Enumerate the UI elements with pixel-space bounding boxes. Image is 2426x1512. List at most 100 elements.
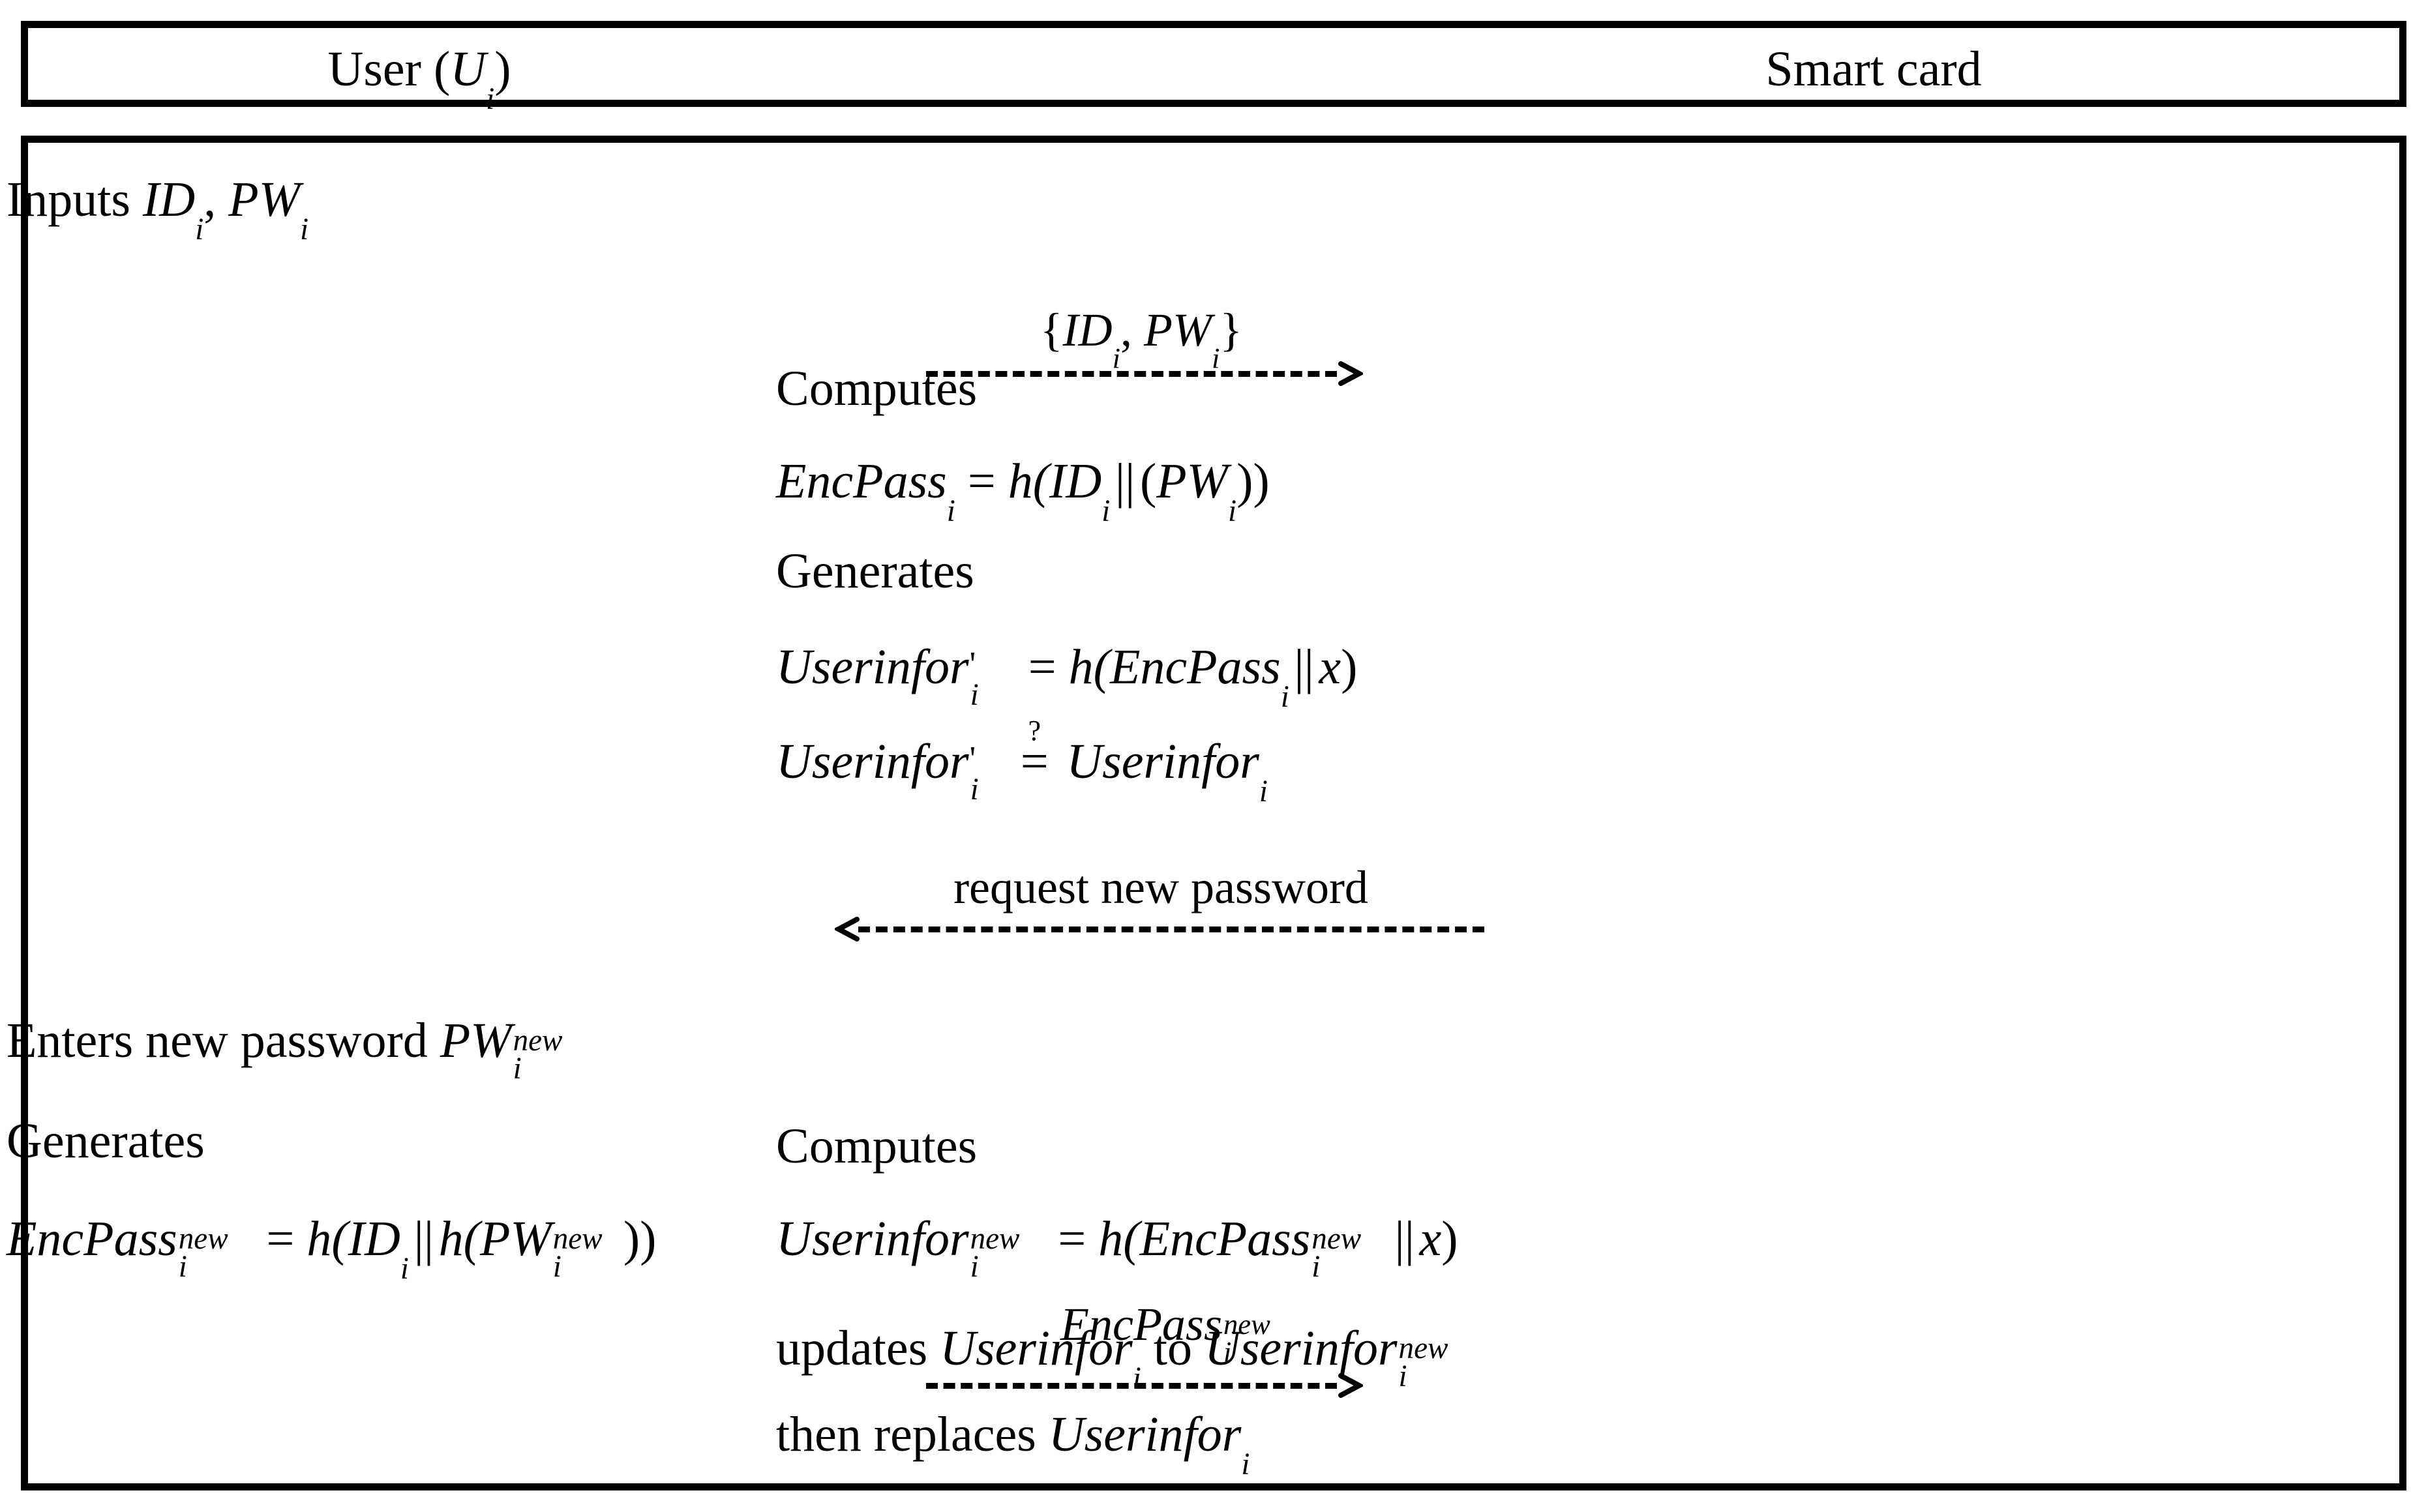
card-encpass-formula: EncPassi = h(IDi||(PWi)) <box>776 454 1270 527</box>
card-verify-line: Userinfor'i?=Userinfori <box>776 717 1268 807</box>
user-encpass-lhs: EncPass <box>7 1211 177 1266</box>
msg1-close-brace: } <box>1220 304 1242 356</box>
card-userinfor-encpass-sub: i <box>1280 679 1289 714</box>
msg1-pw: PW <box>1144 304 1212 356</box>
card-new-userinfor-equals: = <box>1045 1211 1099 1266</box>
user-encpass-id: ID <box>348 1211 400 1266</box>
msg1-pw-sub: i <box>1211 342 1220 375</box>
updates-middle: to <box>1141 1321 1205 1376</box>
card-userinfor-formula: Userinfor'i = h(EncPassi||x) <box>776 640 1358 713</box>
msg3-encpass: EncPass <box>1060 1298 1222 1350</box>
user-encpass-hash: h( <box>307 1211 348 1266</box>
header-title-smart-card: Smart card <box>1765 42 1982 96</box>
card-encpass-lhs-sub: i <box>946 494 955 528</box>
msg1-id-sub: i <box>1112 342 1120 375</box>
inputs-pw-sub: i <box>300 212 309 246</box>
user-inputs-line: Inputs IDi, PWi <box>7 172 308 245</box>
msg2-arrowhead-left <box>835 916 861 942</box>
card-encpass-open-paren: ( <box>1139 454 1157 509</box>
card-userinfor-x: x <box>1319 640 1341 694</box>
updates-new-var: Userinfor <box>1204 1321 1398 1376</box>
card-encpass-lhs: EncPass <box>776 454 947 509</box>
card-userinfor-lhs: Userinfor <box>776 640 969 694</box>
inputs-label: Inputs <box>7 172 143 227</box>
enters-pw-sup: new <box>513 1023 563 1058</box>
header-user-text: User ( <box>327 42 451 96</box>
msg1-id: ID <box>1062 304 1113 356</box>
user-encpass-pw-sub: i <box>552 1250 562 1284</box>
user-encpass-close: )) <box>623 1211 657 1266</box>
card-encpass-close: )) <box>1236 454 1270 509</box>
replaces-var-sub: i <box>1241 1447 1250 1481</box>
inputs-pw: PW <box>228 172 301 227</box>
header-user-symbol: U <box>450 42 487 96</box>
card-new-userinfor-close: ) <box>1441 1211 1458 1266</box>
updates-new-sup: new <box>1398 1331 1448 1365</box>
updates-new-sub: i <box>1398 1359 1407 1394</box>
updates-prefix: updates <box>776 1321 940 1376</box>
inputs-id: ID <box>143 172 196 227</box>
card-new-userinfor-x: x <box>1419 1211 1442 1266</box>
user-encpass-pw-sup: new <box>552 1221 603 1256</box>
card-userinfor-encpass: EncPass <box>1109 640 1281 694</box>
msg-id-pw-arrow <box>926 361 1363 387</box>
card-new-userinfor-concat: || <box>1394 1211 1415 1266</box>
msg3-arrowhead-right <box>1337 1372 1363 1399</box>
user-encpass-lhs-sup: new <box>178 1221 228 1256</box>
card-verify-lhs: Userinfor <box>776 734 969 789</box>
card-encpass-hash: h( <box>1008 454 1050 509</box>
updates-old-var: Userinfor <box>940 1321 1133 1376</box>
card-userinfor-equals: = <box>1015 640 1069 694</box>
replaces-var: Userinfor <box>1048 1407 1242 1462</box>
user-encpass-lhs-sub: i <box>178 1250 187 1284</box>
enters-pw: PW <box>440 1013 512 1068</box>
msg3-arrow-shaft <box>926 1383 1337 1389</box>
enters-pw-sub: i <box>513 1052 522 1086</box>
msg2-arrow-shaft <box>858 926 1484 932</box>
user-encpass-equals: = <box>254 1211 307 1266</box>
card-computes-label-2: Computes <box>776 1119 978 1174</box>
card-encpass-id-sub: i <box>1101 494 1111 528</box>
user-generates-label: Generates <box>7 1114 205 1168</box>
inputs-separator: , <box>203 172 229 227</box>
body-box <box>21 136 2406 1490</box>
card-verify-lhs-prime: ' <box>969 739 976 778</box>
card-verify-rhs: Userinfor <box>1066 734 1259 789</box>
replaces-prefix: then replaces <box>776 1407 1049 1462</box>
card-encpass-id: ID <box>1049 454 1102 509</box>
card-userinfor-close: ) <box>1341 640 1358 694</box>
card-verify-question-equals: ?= <box>1008 717 1060 789</box>
header-user-close-paren: ) <box>494 42 511 96</box>
msg1-open-brace: { <box>1040 304 1063 356</box>
card-generates-label: Generates <box>776 544 974 599</box>
msg1-separator: , <box>1120 304 1144 356</box>
msg3-encpass-sub: i <box>1223 1335 1232 1368</box>
msg1-arrowhead-right <box>1337 361 1363 387</box>
card-new-userinfor-lhs: Userinfor <box>776 1211 969 1266</box>
card-userinfor-hash: h( <box>1068 640 1110 694</box>
msg-encpass-new-arrow <box>926 1372 1363 1399</box>
card-new-userinfor-encpass: EncPass <box>1139 1211 1311 1266</box>
card-userinfor-concat: || <box>1294 640 1314 694</box>
card-encpass-pw-sub: i <box>1227 494 1237 528</box>
card-replaces-line: then replaces Userinfori <box>776 1407 1250 1480</box>
card-new-userinfor-encpass-sup: new <box>1311 1221 1362 1256</box>
msg3-encpass-sup: new <box>1223 1308 1270 1341</box>
card-userinfor-lhs-sub: i <box>970 678 979 713</box>
card-new-userinfor-lhs-sub: i <box>970 1250 979 1284</box>
card-encpass-concat: || <box>1115 454 1135 509</box>
card-verify-equals: = <box>1020 734 1049 789</box>
card-userinfor-lhs-prime: ' <box>969 645 976 684</box>
header-box: User (Ui) Smart card <box>21 21 2406 115</box>
card-verify-lhs-sub: i <box>970 773 979 807</box>
header-title-user: User (Ui) <box>28 33 811 115</box>
enters-label: Enters new password <box>7 1013 440 1068</box>
user-encpass-hash2: h( <box>438 1211 480 1266</box>
user-encpass-id-sub: i <box>400 1251 410 1286</box>
msg-request-new-password-arrow <box>835 916 1487 942</box>
